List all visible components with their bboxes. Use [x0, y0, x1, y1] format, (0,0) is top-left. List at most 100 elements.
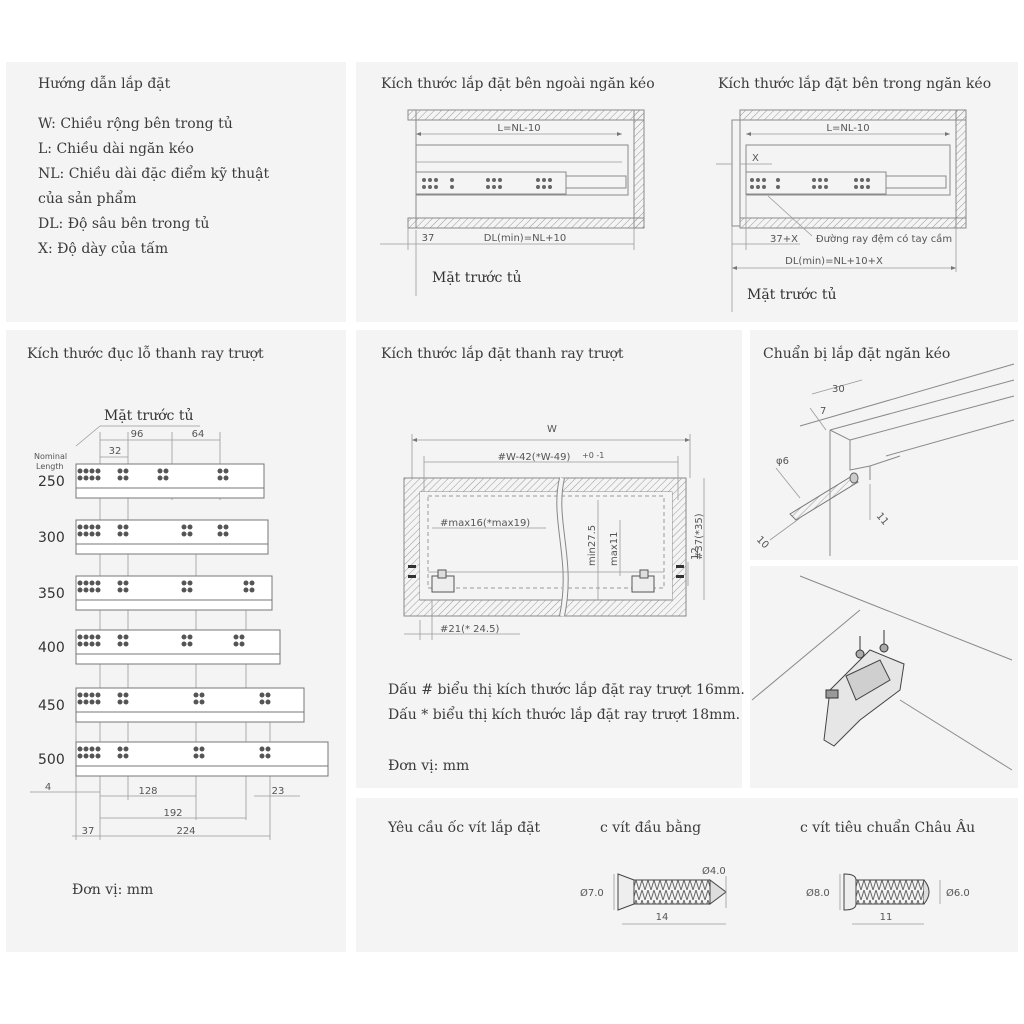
rail-hole — [123, 753, 129, 759]
rail-hole — [199, 753, 205, 759]
inner-pad-rail-label: Đường ray đệm có tay cầm — [816, 233, 952, 245]
length-label-450: 450 — [38, 698, 65, 714]
outer-37-label: 37 — [422, 233, 435, 244]
guide-line-l: L: Chiều dài ngăn kéo — [38, 141, 194, 157]
rail-hole — [243, 580, 249, 586]
rail-note-16mm: Dấu # biểu thị kích thước lắp đặt ray tr… — [388, 682, 745, 698]
rail-hole — [199, 746, 205, 752]
rail-row-350: 350 — [38, 575, 273, 611]
inner-x-label: X — [752, 153, 759, 164]
dim-4: 4 — [45, 782, 51, 793]
rail-hole — [239, 634, 245, 640]
euro-screw-title: c vít tiêu chuẩn Châu Âu — [800, 820, 976, 836]
rail-hole — [89, 692, 95, 698]
rail-hole — [83, 699, 89, 705]
hole-dimensions-diagram: Mặt trước tủ Nominal Length 32 96 64 250… — [30, 407, 329, 840]
rail-hole — [123, 641, 129, 647]
rail-hole — [95, 753, 101, 759]
rail-hole — [239, 641, 245, 647]
rail-hole — [123, 580, 129, 586]
rail-hole — [77, 753, 83, 759]
rail-hole — [89, 475, 95, 481]
rail-hole — [77, 587, 83, 593]
bracket-illustration — [751, 575, 1013, 771]
rail-37-label: #37(*35) — [694, 513, 705, 560]
inner-title: Kích thước lắp đặt bên trong ngăn kéo — [718, 76, 992, 92]
rail-21-label: #21(* 24.5) — [440, 624, 499, 635]
rail-hole — [259, 753, 265, 759]
rail-hole — [223, 524, 229, 530]
rail-hole — [83, 524, 89, 530]
rail-hole — [223, 468, 229, 474]
outer-front-label: Mặt trước tủ — [432, 269, 521, 286]
rail-note-18mm: Dấu * biểu thị kích thước lắp đặt ray tr… — [388, 707, 741, 723]
rail-hole — [217, 524, 223, 530]
rail-hole — [77, 580, 83, 586]
rail-hole — [265, 746, 271, 752]
rail-max11-label: max11 — [609, 531, 620, 566]
rail-hole — [89, 524, 95, 530]
rail-hole — [89, 641, 95, 647]
length-label-250: 250 — [38, 474, 65, 490]
rail-hole — [181, 634, 187, 640]
rail-hole — [117, 753, 123, 759]
rail-hole — [193, 699, 199, 705]
rail-hole — [123, 746, 129, 752]
rail-hole — [117, 580, 123, 586]
outer-dl-label: DL(min)=NL+10 — [484, 233, 566, 244]
rail-hole — [117, 468, 123, 474]
guide-line-nl-cont: của sản phẩm — [38, 191, 137, 207]
rail-hole — [83, 475, 89, 481]
rail-hole — [187, 524, 193, 530]
rail-hole — [249, 580, 255, 586]
rail-hole — [181, 580, 187, 586]
rail-hole — [199, 692, 205, 698]
rail-hole — [117, 524, 123, 530]
rail-hole — [259, 692, 265, 698]
rail-w-label: W — [547, 424, 557, 435]
rail-hole — [83, 746, 89, 752]
rail-hole — [95, 580, 101, 586]
rail-title: Kích thước lắp đặt thanh ray trượt — [381, 346, 624, 362]
rail-hole — [259, 746, 265, 752]
screws-title: Yêu cầu ốc vít lắp đặt — [388, 820, 541, 836]
guide-line-dl: DL: Độ sâu bên trong tủ — [38, 216, 210, 232]
inner-l-label: L=NL-10 — [826, 123, 869, 134]
rail-hole — [181, 641, 187, 647]
rail-hole — [123, 587, 129, 593]
inner-front-label: Mặt trước tủ — [747, 286, 836, 303]
dim-96: 96 — [131, 429, 144, 440]
rail-hole — [259, 699, 265, 705]
rail-hole — [187, 580, 193, 586]
rail-hole — [89, 746, 95, 752]
rail-hole — [223, 475, 229, 481]
rail-hole — [243, 587, 249, 593]
rail-hole — [77, 468, 83, 474]
prep-11-label: 11 — [874, 511, 891, 528]
rail-hole — [95, 634, 101, 640]
rail-hole — [83, 634, 89, 640]
rail-row-400: 400 — [38, 629, 281, 665]
rail-hole — [233, 634, 239, 640]
rail-hole — [95, 475, 101, 481]
rail-hole — [187, 641, 193, 647]
rail-hole — [83, 468, 89, 474]
guide-title: Hướng dẫn lắp đặt — [38, 76, 171, 92]
rail-12-label: 12 — [690, 547, 701, 560]
dim-224: 224 — [176, 826, 195, 837]
euro-d6-label: Ø6.0 — [946, 887, 970, 899]
euro-len-label: 11 — [880, 912, 893, 923]
holes-title: Kích thước đục lỗ thanh ray trượt — [27, 346, 264, 362]
rail-hole — [83, 641, 89, 647]
euro-d8-label: Ø8.0 — [806, 887, 830, 899]
rail-hole — [95, 699, 101, 705]
rail-max16-label: #max16(*max19) — [440, 518, 530, 529]
flat-d7-label: Ø7.0 — [580, 887, 604, 899]
rail-hole — [217, 531, 223, 537]
rail-hole — [123, 634, 129, 640]
length-label-300: 300 — [38, 530, 65, 546]
length-label-350: 350 — [38, 586, 65, 602]
panel-install-guide — [6, 62, 346, 322]
rail-hole — [187, 587, 193, 593]
